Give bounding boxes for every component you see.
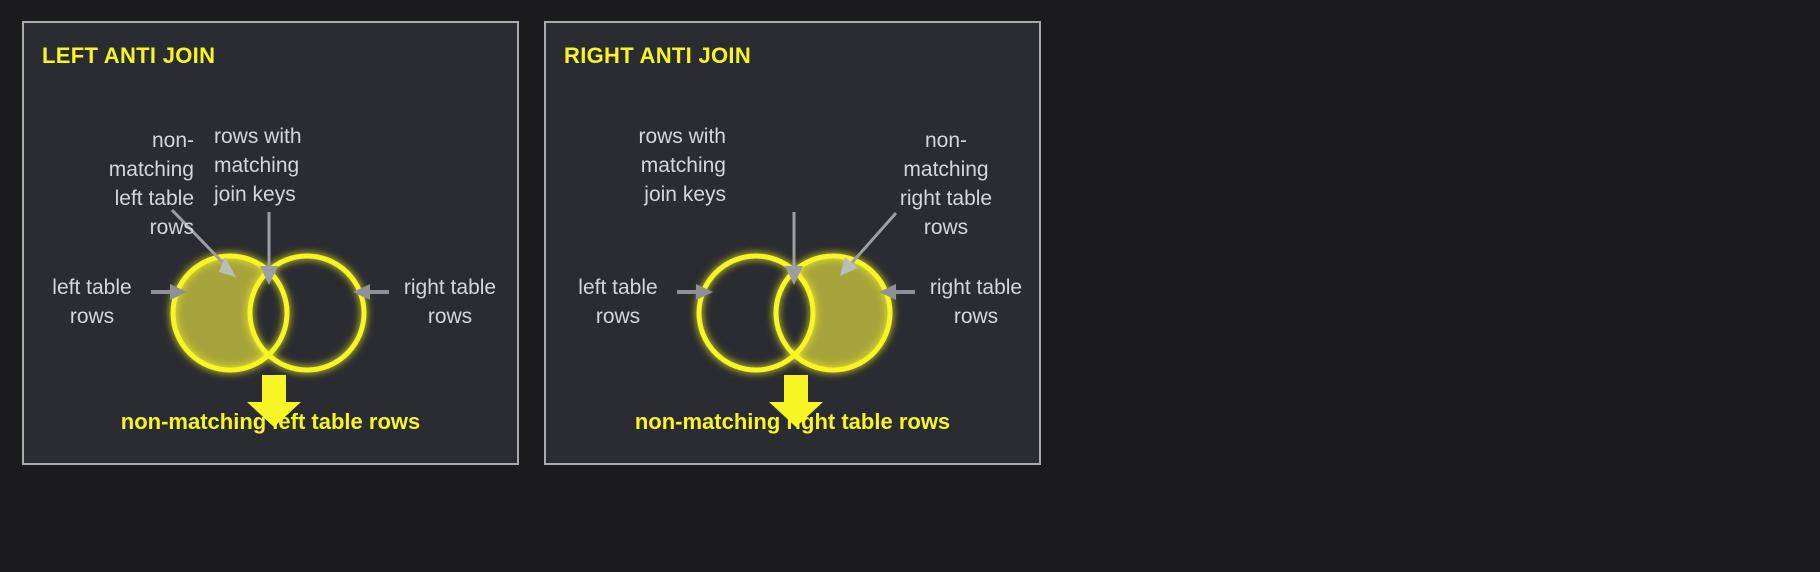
label-nonmatching-left-table-rows: non- matching left table rows (108, 129, 194, 239)
panel-title: RIGHT ANTI JOIN (564, 43, 752, 68)
venn-diagram-right (546, 23, 1039, 463)
result-down-arrow (247, 375, 301, 427)
result-down-arrow (769, 375, 823, 427)
annotation-arrow-matching-keys (260, 212, 278, 285)
panel-caption: non-matching left table rows (120, 409, 421, 434)
venn-circle-outlines (170, 253, 367, 373)
venn-diagram-left (24, 23, 517, 463)
annotation-arrow-matching-keys (785, 212, 803, 285)
label-rows-with-matching-join-keys: rows with matching join keys (214, 125, 302, 206)
panel-title: LEFT ANTI JOIN (42, 43, 216, 68)
panel-right-anti-join: RIGHT ANTI JOIN (544, 21, 1041, 465)
annotation-arrow-nonmatching-right (840, 212, 898, 276)
annotation-arrow-right-table-rows (353, 284, 389, 300)
panel-left-anti-join: LEFT ANTI JOIN (22, 21, 519, 465)
label-nonmatching-right-table-rows: non- matching right table rows (899, 129, 993, 239)
label-left-table-rows: left table rows (52, 276, 132, 328)
annotation-arrow-nonmatching-left (170, 208, 236, 277)
annotation-arrow-left-table-rows (677, 284, 713, 300)
annotation-arrow-right-table-rows (879, 284, 915, 300)
label-right-table-rows: right table rows (929, 276, 1023, 328)
annotation-arrow-left-table-rows (151, 284, 187, 300)
label-rows-with-matching-join-keys: rows with matching join keys (638, 125, 726, 206)
panel-caption: non-matching right table rows (634, 409, 951, 434)
label-right-table-rows: right table rows (403, 276, 497, 328)
venn-circle-outlines (696, 253, 893, 373)
label-left-table-rows: left table rows (578, 276, 658, 328)
